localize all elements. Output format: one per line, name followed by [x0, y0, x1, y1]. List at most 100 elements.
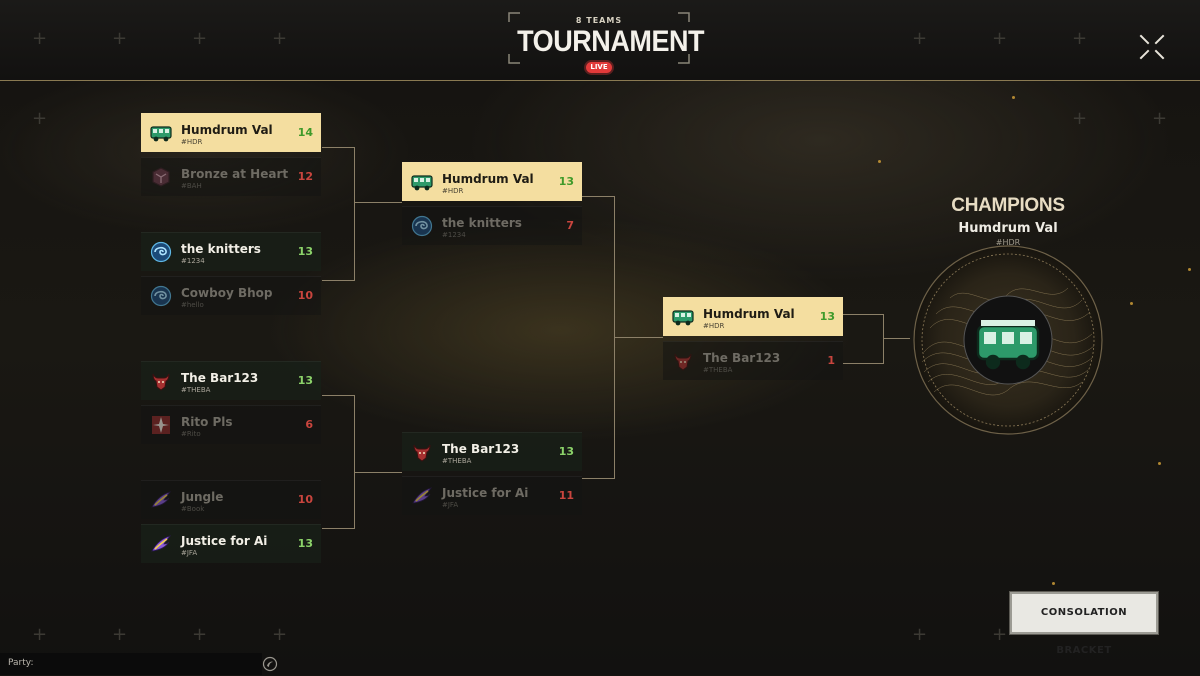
bracket-team-r1-3[interactable]: the knitters #1234 13 — [141, 232, 321, 271]
tournament-title-block: 8 TEAMS TOURNAMENT LIVE — [508, 12, 705, 73]
swirl-logo-icon — [149, 284, 173, 308]
team-name: the knitters — [442, 216, 522, 230]
consolation-bracket-button[interactable]: CONSOLATION BRACKET — [1010, 592, 1158, 656]
bracket-team-r2-3[interactable]: The Bar123 #THEBA 13 — [402, 432, 582, 471]
team-score: 12 — [297, 170, 313, 183]
team-tag: #HDR — [442, 187, 464, 195]
bracket-team-final-2[interactable]: The Bar123 #THEBA 1 — [663, 341, 843, 380]
swirl-logo-icon — [149, 240, 173, 264]
bracket-connector — [582, 196, 615, 479]
plus-decoration: + — [272, 28, 288, 49]
team-score: 13 — [819, 310, 835, 323]
spark-decoration — [878, 160, 881, 163]
team-score: 13 — [297, 374, 313, 387]
wing-logo-icon — [149, 532, 173, 556]
expand-arrows-icon — [1139, 34, 1165, 60]
team-tag: #BAH — [181, 182, 202, 190]
page-title: TOURNAMENT — [517, 25, 705, 58]
title-frame — [508, 12, 690, 64]
team-name: Rito Pls — [181, 415, 233, 429]
bull-logo-icon — [149, 369, 173, 393]
team-score: 13 — [297, 537, 313, 550]
plus-decoration: + — [192, 624, 208, 645]
bull-logo-icon — [410, 440, 434, 464]
team-score: 10 — [297, 289, 313, 302]
team-tag: #JFA — [181, 549, 198, 557]
top-bar: + + + + + + + 8 TEAMS TOURNAMENT LIVE — [0, 0, 1200, 81]
plus-decoration: + — [912, 624, 928, 645]
bracket-team-r2-4[interactable]: Justice for Ai #JFA 11 — [402, 476, 582, 515]
team-name: Humdrum Val — [181, 123, 273, 137]
team-name: the knitters — [181, 242, 261, 256]
team-score: 13 — [558, 445, 574, 458]
champion-globe-icon — [913, 245, 1103, 435]
bracket-team-r2-2[interactable]: the knitters #1234 7 — [402, 206, 582, 245]
bracket-connector — [322, 395, 355, 529]
plus-decoration: + — [112, 624, 128, 645]
team-score: 14 — [297, 126, 313, 139]
truck-logo-icon — [149, 121, 173, 145]
party-toggle-icon[interactable] — [262, 656, 278, 672]
plus-decoration: + — [272, 624, 288, 645]
bull-logo-icon — [671, 349, 695, 373]
plus-decoration: + — [192, 28, 208, 49]
team-name: Humdrum Val — [442, 172, 534, 186]
team-tag: #Rito — [181, 430, 201, 438]
live-badge: LIVE — [586, 62, 612, 73]
bracket-team-r1-8[interactable]: Justice for Ai #JFA 13 — [141, 524, 321, 563]
plus-decoration: + — [1152, 108, 1168, 129]
team-tag: #THEBA — [703, 366, 733, 374]
champion-trophy — [910, 242, 1106, 438]
plus-decoration: + — [1072, 28, 1088, 49]
bracket-team-r1-2[interactable]: Bronze at Heart #BAH 12 — [141, 157, 321, 196]
champion-name: Humdrum Val — [958, 221, 1058, 236]
team-score: 11 — [558, 489, 574, 502]
fullscreen-toggle-button[interactable] — [1137, 32, 1167, 62]
bracket-connector — [354, 202, 402, 203]
team-tag: #HDR — [181, 138, 203, 146]
team-name: Cowboy Bhop — [181, 286, 273, 300]
champions-label: CHAMPIONS — [951, 195, 1065, 216]
team-tag: #THEBA — [442, 457, 472, 465]
bracket-team-r1-5[interactable]: The Bar123 #THEBA 13 — [141, 361, 321, 400]
truck-logo-icon — [410, 170, 434, 194]
team-name: Bronze at Heart — [181, 167, 289, 181]
team-tag: #1234 — [442, 231, 466, 239]
teams-count-label: 8 TEAMS — [575, 16, 623, 25]
team-name: The Bar123 — [442, 442, 520, 456]
plus-decoration: + — [1072, 108, 1088, 129]
plus-decoration: + — [992, 624, 1008, 645]
bracket-team-r1-1[interactable]: Humdrum Val #HDR 14 — [141, 113, 321, 152]
team-name: Justice for Ai — [181, 534, 268, 548]
team-score: 10 — [297, 493, 313, 506]
bracket-team-final-1[interactable]: Humdrum Val #HDR 13 — [663, 297, 843, 336]
team-tag: #hello — [181, 301, 204, 309]
team-score: 7 — [566, 219, 574, 232]
spark-decoration — [1052, 582, 1055, 585]
spark-decoration — [1158, 462, 1161, 465]
bracket-team-r1-4[interactable]: Cowboy Bhop #hello 10 — [141, 276, 321, 315]
swirl-logo-icon — [410, 214, 434, 238]
bracket-connector — [843, 314, 884, 364]
team-name: Jungle — [181, 490, 224, 504]
party-bar: Party: — [0, 653, 262, 675]
champion-tag: #HDR — [995, 238, 1021, 247]
spark-decoration — [1130, 302, 1133, 305]
team-name: The Bar123 — [181, 371, 259, 385]
team-score: 1 — [827, 354, 835, 367]
bracket-connector — [883, 338, 910, 339]
wing-logo-icon — [410, 484, 434, 508]
bracket-connector — [354, 472, 402, 473]
team-tag: #Book — [181, 505, 205, 513]
spark-decoration — [1188, 268, 1191, 271]
bracket-team-r1-7[interactable]: Jungle #Book 10 — [141, 480, 321, 519]
bracket-team-r1-6[interactable]: Rito Pls #Rito 6 — [141, 405, 321, 444]
bracket-team-r2-1[interactable]: Humdrum Val #HDR 13 — [402, 162, 582, 201]
wing-logo-icon — [149, 488, 173, 512]
plus-decoration: + — [32, 108, 48, 129]
team-name: The Bar123 — [703, 351, 781, 365]
plus-decoration: + — [32, 28, 48, 49]
team-score: 13 — [297, 245, 313, 258]
team-name: Justice for Ai — [442, 486, 529, 500]
team-name: Humdrum Val — [703, 307, 795, 321]
